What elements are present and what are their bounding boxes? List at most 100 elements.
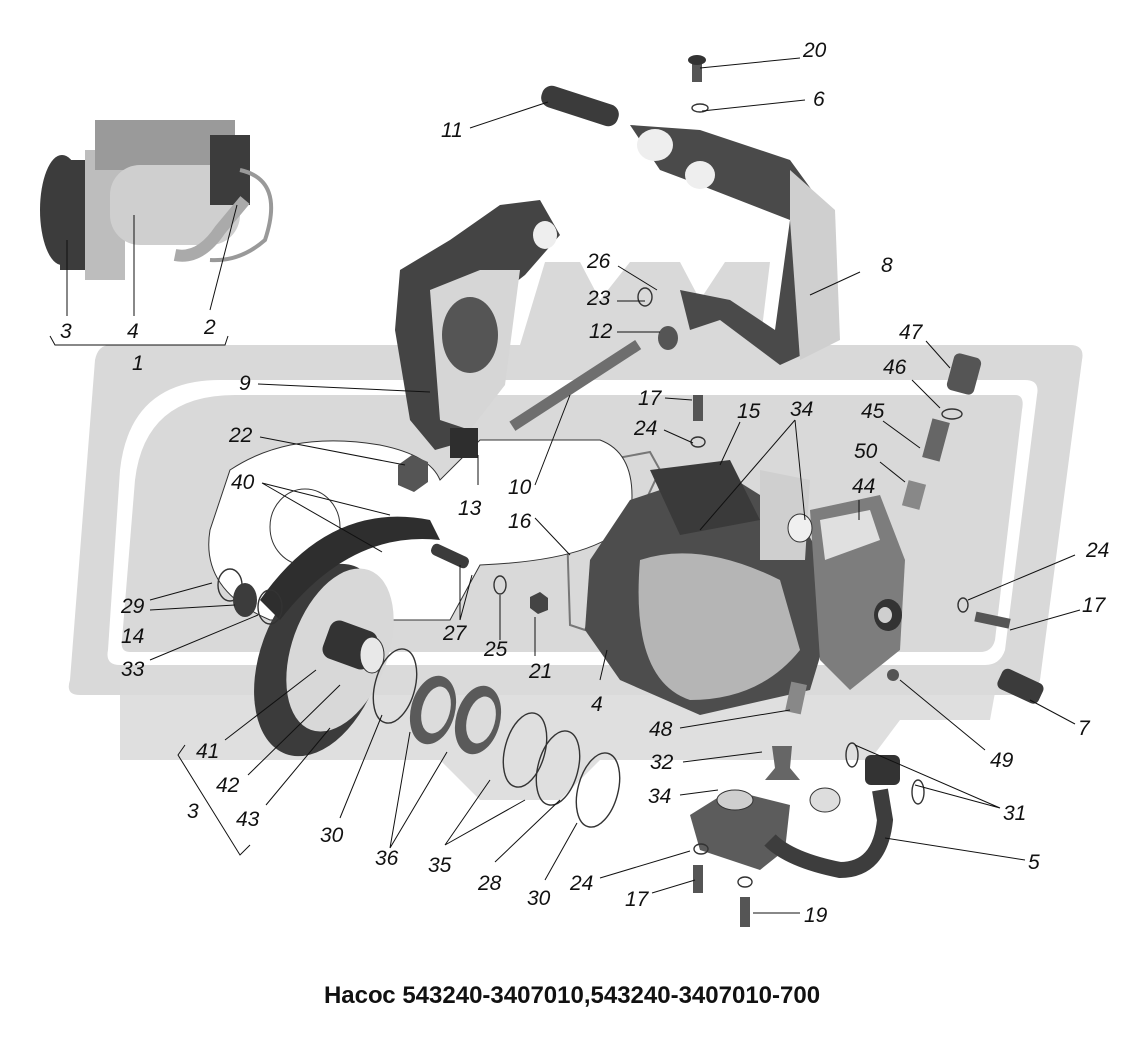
callout-27: 27 xyxy=(442,622,468,645)
pipe-end-fitting xyxy=(865,755,900,785)
ring-33 xyxy=(257,589,283,625)
valve-stack-group xyxy=(901,353,982,510)
callout-22: 22 xyxy=(228,424,253,447)
callout-32: 32 xyxy=(650,751,674,774)
callout-17-top: 17 xyxy=(638,387,663,410)
callout-24-right: 24 xyxy=(1085,539,1109,562)
pulley-group-label: 3 xyxy=(187,800,199,823)
fasteners-group xyxy=(398,287,706,614)
diagram-caption: Насос 543240-3407010,543240-3407010-700 xyxy=(323,982,821,1009)
flange-body xyxy=(690,790,790,870)
bottom-parts-group xyxy=(690,681,925,927)
bearings-part xyxy=(409,675,502,755)
callout-31: 31 xyxy=(1003,802,1026,825)
axle-part xyxy=(509,339,642,431)
nut-21 xyxy=(530,592,548,614)
nut-22 xyxy=(398,455,428,492)
pin-part xyxy=(541,85,619,127)
callout-labels: 20 6 11 8 26 2 3 12 9 47 46 45 50 4 4 17 2… xyxy=(60,39,1109,927)
callout-8: 8 xyxy=(881,254,893,277)
callout-17-right: 17 xyxy=(1082,594,1107,617)
plug-47 xyxy=(946,353,982,395)
top-bolt-head xyxy=(688,55,706,65)
gasket-46 xyxy=(941,408,963,420)
callout-33: 33 xyxy=(121,658,145,681)
pipe-5 xyxy=(764,788,894,879)
bolt-17-bottom xyxy=(693,865,703,893)
fitting-7 xyxy=(997,668,1044,704)
lock-washer-part xyxy=(691,103,709,113)
o-ring-31-a xyxy=(845,742,859,768)
callout-28: 28 xyxy=(477,872,502,895)
callout-41: 41 xyxy=(196,740,219,763)
callout-30-left: 30 xyxy=(320,824,344,847)
washer-19 xyxy=(737,876,753,888)
pipe-elbow-opening xyxy=(809,787,841,813)
spring-44 xyxy=(901,480,927,510)
callout-4: 4 xyxy=(591,693,603,716)
callout-26: 26 xyxy=(586,250,611,273)
callout-12: 12 xyxy=(589,320,613,343)
callout-5: 5 xyxy=(1028,851,1040,874)
bolt-17-top xyxy=(693,395,703,421)
callout-7: 7 xyxy=(1078,717,1091,740)
callout-24-bottom: 24 xyxy=(569,872,593,895)
callout-17-bottom: 17 xyxy=(625,888,650,911)
right-parts-group xyxy=(887,597,1044,704)
pulley-part xyxy=(254,516,440,757)
block-13 xyxy=(450,428,478,458)
pump-housing-part xyxy=(585,460,905,715)
o-ring-31-b xyxy=(911,779,925,805)
inset-label-2: 2 xyxy=(203,316,216,339)
callout-6: 6 xyxy=(813,88,825,111)
valve-48 xyxy=(785,681,807,715)
callout-9: 9 xyxy=(239,372,251,395)
callout-34-top: 34 xyxy=(790,398,813,421)
callout-34-bottom: 34 xyxy=(648,785,671,808)
callout-19: 19 xyxy=(804,904,828,927)
callout-30-right: 30 xyxy=(527,887,551,910)
callout-40: 40 xyxy=(231,471,255,494)
washer-25 xyxy=(493,575,507,595)
callout-47: 47 xyxy=(899,321,924,344)
callout-50: 50 xyxy=(854,440,878,463)
callout-14: 14 xyxy=(121,625,144,648)
callout-13: 13 xyxy=(458,497,482,520)
small-rings-group xyxy=(217,568,621,828)
inset-label-3: 3 xyxy=(60,320,72,343)
mounting-bracket-part xyxy=(395,200,560,450)
callout-43: 43 xyxy=(236,808,260,831)
ring-35-b xyxy=(535,730,581,806)
bolt-19 xyxy=(740,897,750,927)
callout-21: 21 xyxy=(528,660,552,683)
top-bolt-part xyxy=(692,58,702,82)
stud-27 xyxy=(430,543,470,569)
plug-49 xyxy=(887,669,899,681)
washer-24-right xyxy=(957,597,969,613)
callout-45: 45 xyxy=(861,400,885,423)
callout-35: 35 xyxy=(428,854,452,877)
leader-lines xyxy=(49,57,1081,914)
valve-45 xyxy=(922,418,950,462)
callout-15: 15 xyxy=(737,400,761,423)
callout-25: 25 xyxy=(483,638,508,661)
inset-label-4: 4 xyxy=(127,320,139,343)
ring-35-a xyxy=(502,712,548,788)
callout-46: 46 xyxy=(883,356,907,379)
o-ring-34-bottom xyxy=(716,789,754,811)
retaining-ring-left xyxy=(372,648,418,724)
callout-36: 36 xyxy=(375,847,399,870)
bracket-part xyxy=(630,125,840,365)
pump-assembly-inset xyxy=(40,120,274,280)
callout-16: 16 xyxy=(508,510,532,533)
callout-48: 48 xyxy=(649,718,673,741)
callout-20: 20 xyxy=(802,39,827,62)
washer-23 xyxy=(637,287,653,307)
bolt-17-right xyxy=(974,611,1011,629)
callout-11: 11 xyxy=(441,119,463,142)
washer-24-bottom xyxy=(693,843,709,855)
callout-49: 49 xyxy=(990,749,1014,772)
valve-seat-32 xyxy=(765,746,800,780)
callout-29: 29 xyxy=(120,595,145,618)
